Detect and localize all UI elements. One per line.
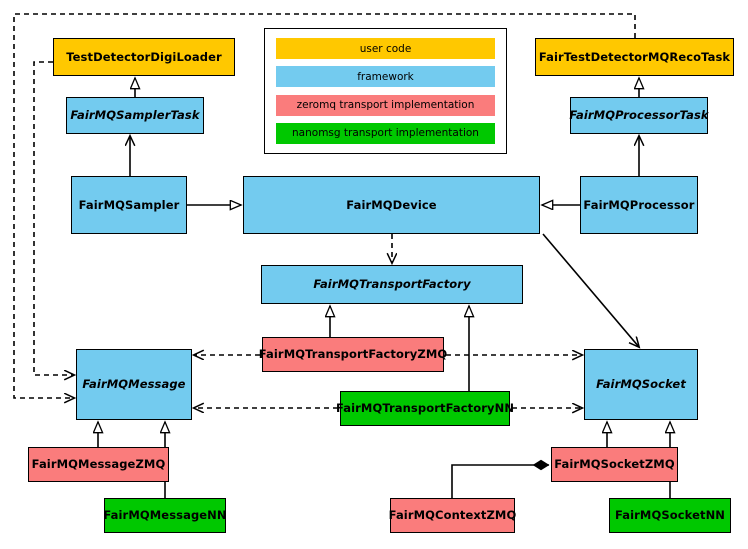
legend-label-zeromq: zeromq transport implementation — [296, 99, 475, 112]
class-node-fairmqtransportfactory[interactable]: FairMQTransportFactory — [261, 265, 523, 304]
class-node-fairmqsamplertask[interactable]: FairMQSamplerTask — [66, 97, 204, 134]
legend-row-framework: framework — [276, 66, 495, 88]
class-node-fairmqprocessortask[interactable]: FairMQProcessorTask — [569, 97, 709, 134]
edge-device-to-socket — [542, 233, 639, 347]
class-node-fairmqmessagenn[interactable]: FairMQMessageNN — [103, 498, 227, 533]
class-node-fairmqsampler[interactable]: FairMQSampler — [71, 176, 187, 234]
class-node-fairmqsocket[interactable]: FairMQSocket — [584, 349, 698, 420]
legend-row-user-code: user code — [276, 38, 495, 59]
class-node-fairmqtransportfactoryzmq[interactable]: FairMQTransportFactoryZMQ — [259, 337, 447, 372]
legend-row-zeromq: zeromq transport implementation — [276, 94, 495, 116]
class-node-testdetectordigiloader[interactable]: TestDetectorDigiLoader — [53, 38, 235, 76]
legend: user code framework zeromq transport imp… — [264, 28, 507, 154]
class-node-fairmqcontextzmq[interactable]: FairMQContextZMQ — [389, 498, 516, 533]
class-node-fairmqsocketnn[interactable]: FairMQSocketNN — [609, 498, 731, 533]
class-node-fairmqmessage[interactable]: FairMQMessage — [76, 349, 192, 420]
class-node-fairmqdevice[interactable]: FairMQDevice — [243, 176, 540, 234]
edge-digiloader-to-message — [33, 61, 74, 375]
legend-row-nanomsg: nanomsg transport implementation — [276, 122, 495, 144]
class-node-fairmqmessagezmq[interactable]: FairMQMessageZMQ — [28, 447, 169, 482]
legend-label-user-code: user code — [359, 42, 412, 55]
class-node-fairmqtransportfactorynn[interactable]: FairMQTransportFactoryNN — [336, 391, 514, 426]
class-node-fairtestdetectormqrecotask[interactable]: FairTestDetectorMQRecoTask — [535, 38, 734, 76]
class-node-fairmqsocketzmq[interactable]: FairMQSocketZMQ — [551, 447, 678, 482]
class-node-fairmqprocessor[interactable]: FairMQProcessor — [580, 176, 698, 234]
edge-recotask-to-message — [13, 13, 636, 398]
edge-contextzmq-to-socketzmq — [451, 465, 549, 498]
legend-label-framework: framework — [357, 70, 414, 83]
legend-label-nanomsg: nanomsg transport implementation — [292, 127, 479, 140]
